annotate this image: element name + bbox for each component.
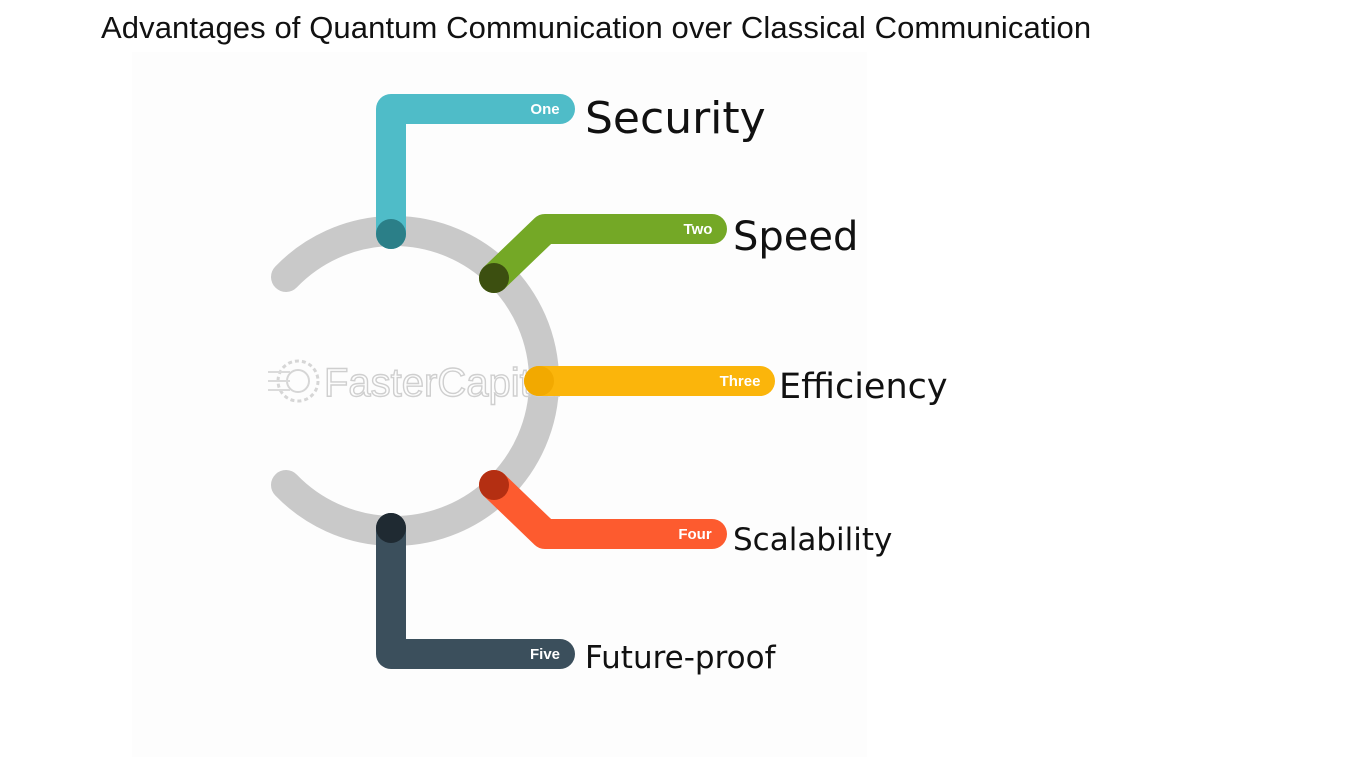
node-three	[524, 366, 554, 396]
watermark-text: FasterCapital	[324, 361, 562, 405]
label-scalability: Scalability	[733, 522, 893, 558]
tag-four: Four	[678, 526, 711, 543]
node-two	[479, 263, 509, 293]
tag-five: Five	[530, 646, 560, 663]
label-efficiency: Efficiency	[779, 367, 948, 407]
tag-one: One	[530, 101, 559, 118]
connector-four	[479, 470, 727, 549]
node-one	[376, 219, 406, 249]
connector-five	[376, 513, 575, 669]
tag-three: Three	[720, 373, 761, 390]
label-future-proof: Future-proof	[585, 640, 776, 676]
label-security: Security	[585, 93, 766, 144]
node-four	[479, 470, 509, 500]
watermark-logo	[268, 359, 320, 403]
connector-one	[376, 94, 575, 249]
connector-two	[479, 214, 727, 293]
page-title: Advantages of Quantum Communication over…	[101, 10, 1092, 45]
label-speed: Speed	[733, 214, 859, 260]
node-five	[376, 513, 406, 543]
tag-two: Two	[684, 221, 713, 238]
